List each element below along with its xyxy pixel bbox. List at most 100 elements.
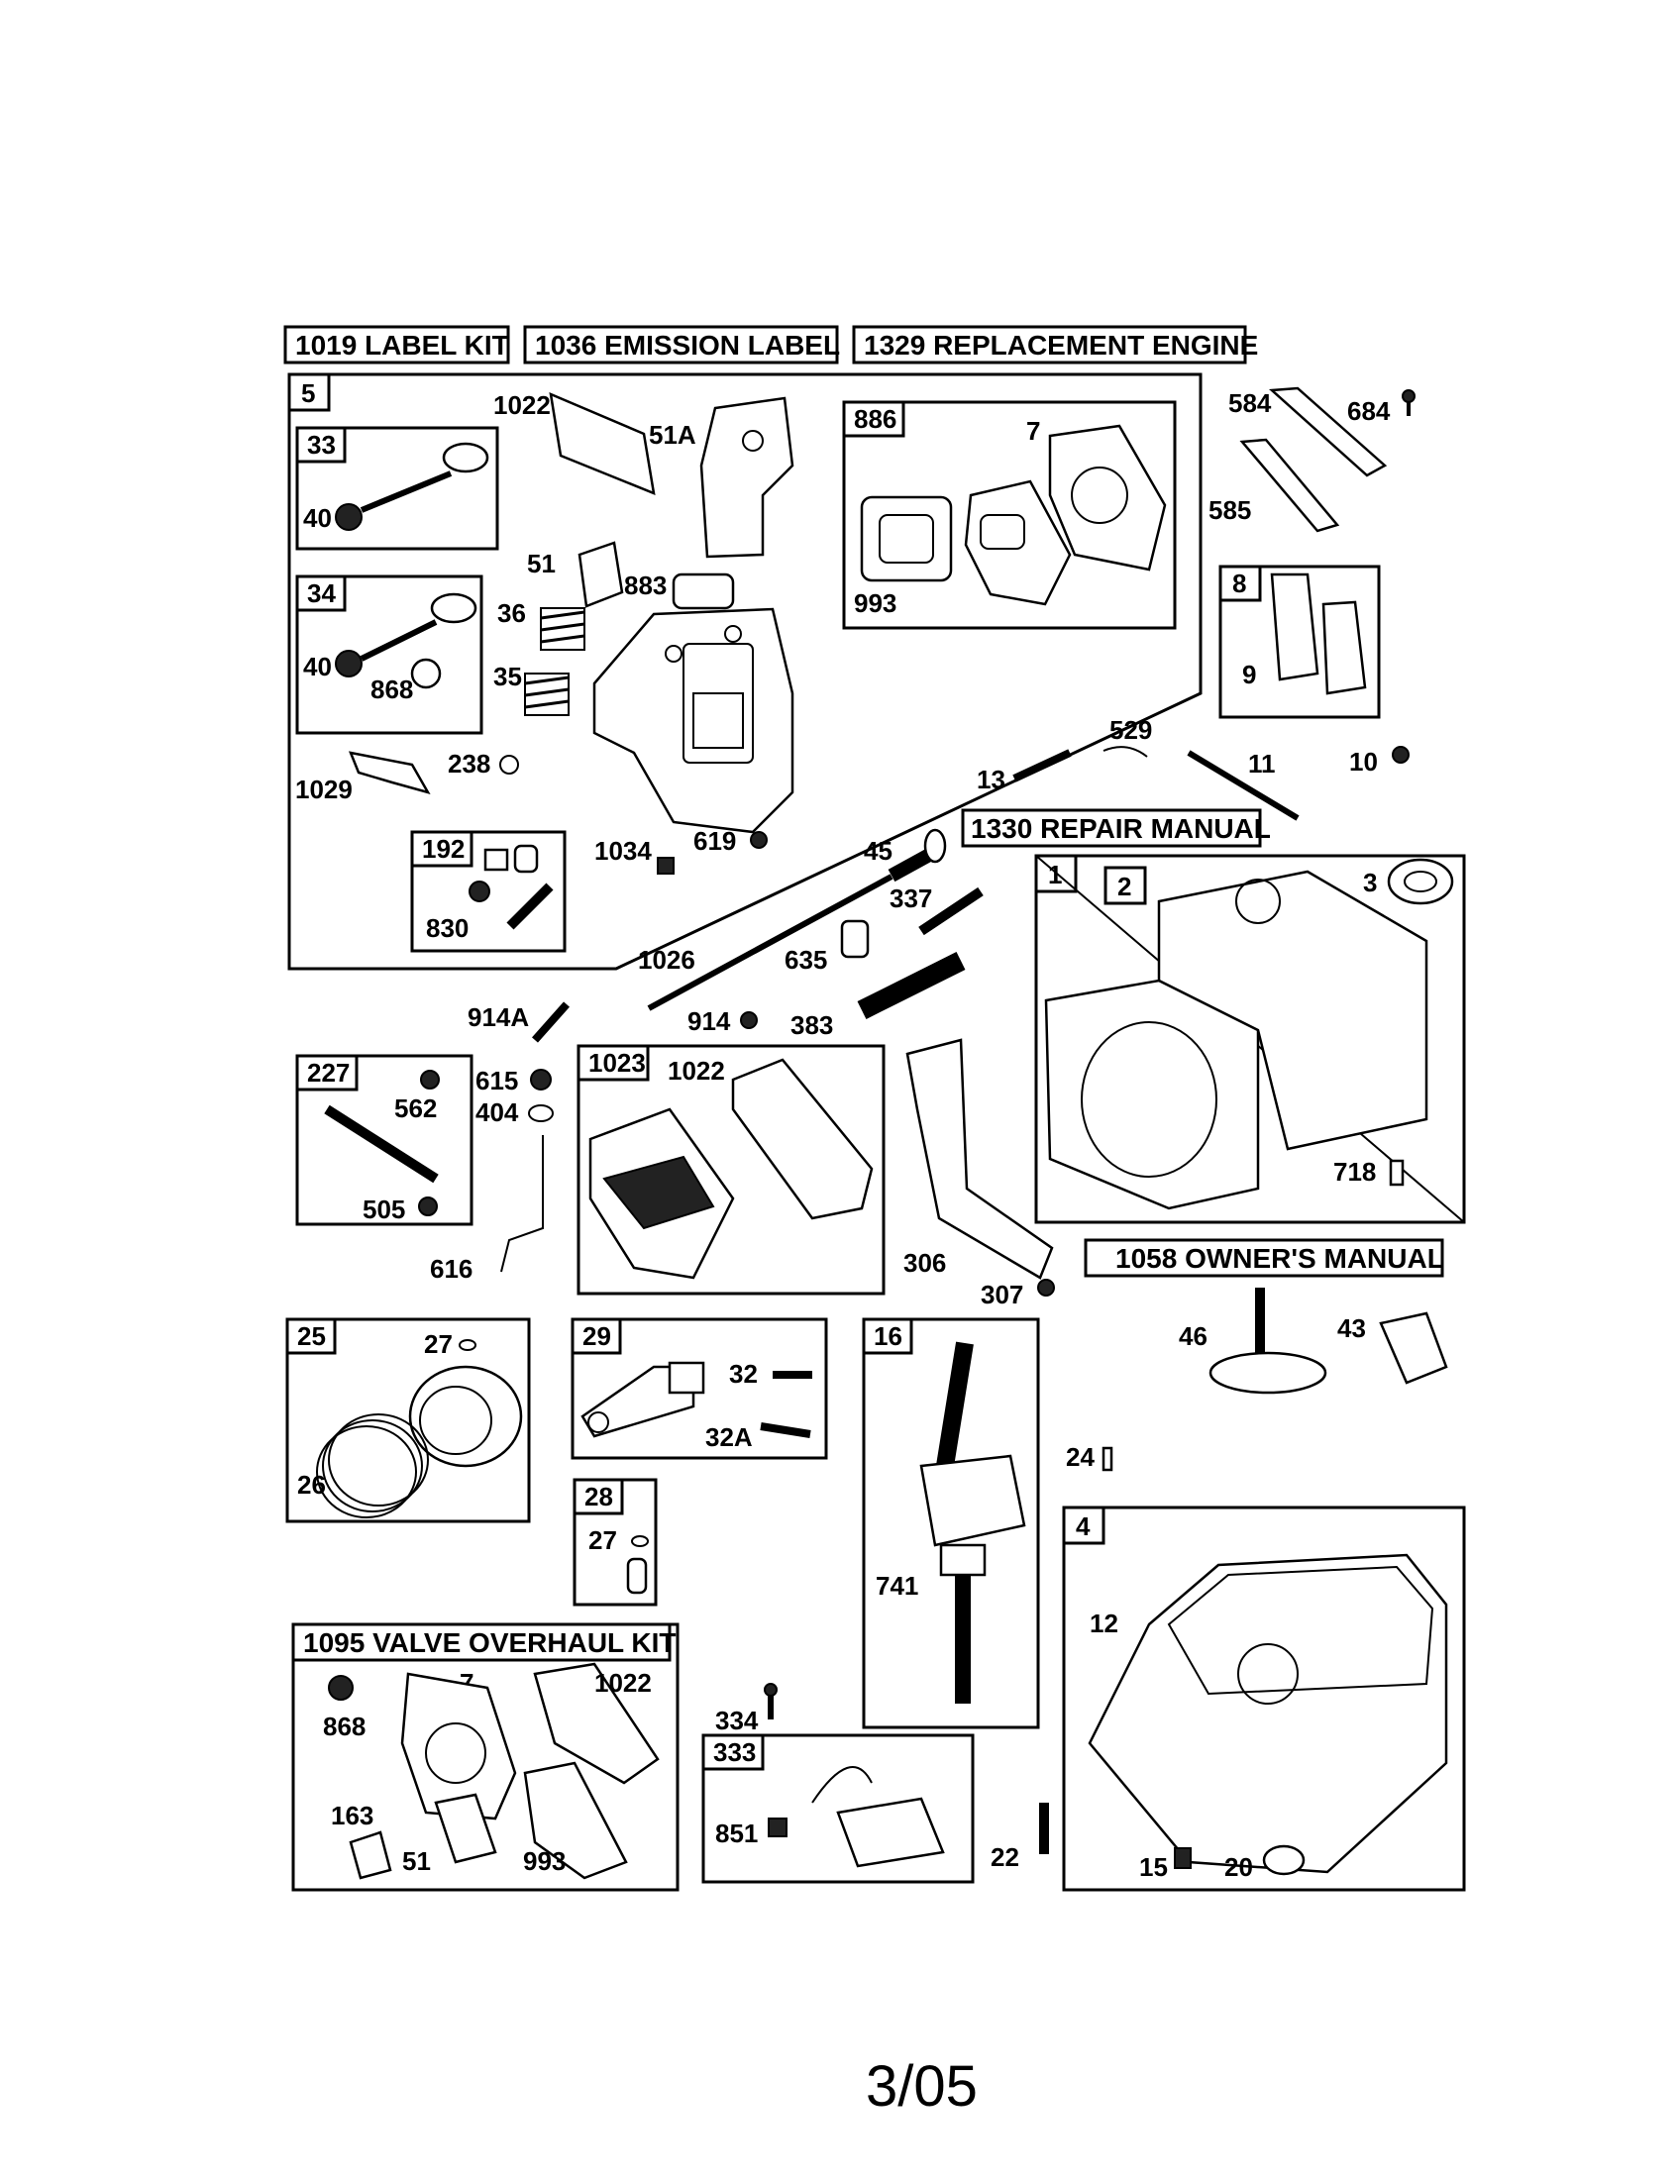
part-741-label: 741	[876, 1571, 918, 1601]
header-emission-label: 1036 EMISSION LABEL	[523, 325, 840, 364]
group-valve-overhaul-kit: 1095 VALVE OVERHAUL KIT 868 7 1022 163 5…	[291, 1622, 680, 1892]
screw-334-head-shape	[764, 1683, 778, 1697]
box-192-label: 192	[422, 834, 465, 864]
fitting-635-shape	[840, 919, 870, 959]
part-3-label: 3	[1363, 868, 1377, 897]
heat-shield-hole-shape	[742, 430, 764, 452]
box-29-label: 29	[582, 1321, 611, 1351]
pickup-tube-shape	[811, 1766, 873, 1804]
part-26-label: 26	[297, 1470, 326, 1500]
screw-619-shape	[750, 831, 768, 849]
group-piston-assy: 25 27 26	[285, 1317, 531, 1523]
valve-head-shape	[442, 442, 489, 473]
box-33-label: 33	[307, 430, 336, 460]
screw-684-head-shape	[1402, 389, 1416, 403]
box-5-label: 5	[301, 378, 315, 408]
seal-20-shape	[1262, 1844, 1306, 1876]
group-sump: 4 12 15 20	[1062, 1506, 1466, 1892]
valve-keeper-2-shape	[335, 650, 363, 677]
oil-seal-3-inner-shape	[1404, 871, 1437, 892]
part-619-label: 619	[693, 826, 736, 856]
emission-label-text: 1036 EMISSION LABEL	[535, 330, 840, 361]
bolt-13-shape	[1012, 749, 1072, 782]
governor-lever-shape	[324, 1104, 439, 1184]
oil-pump-body-shape	[836, 1797, 945, 1868]
clip-1034-shape	[657, 857, 675, 875]
part-10-label: 10	[1349, 747, 1378, 777]
part-883-label: 883	[624, 571, 667, 600]
part-45-label: 45	[864, 836, 892, 866]
owners-manual-text: 1058 OWNER'S MANUAL	[1115, 1243, 1444, 1274]
part-307-label: 307	[981, 1280, 1023, 1309]
valve-seal-shape	[410, 658, 442, 689]
box-1023-label: 1023	[588, 1048, 646, 1078]
nut-505-shape	[418, 1196, 438, 1216]
part-15-label: 15	[1139, 1852, 1168, 1882]
part-32A-label: 32A	[705, 1422, 753, 1452]
wrist-pin-shape	[626, 1557, 648, 1595]
part-306-label: 306	[903, 1248, 946, 1278]
replacement-engine-text: 1329 REPLACEMENT ENGINE	[864, 330, 1258, 361]
crank-pto-shape	[936, 1341, 974, 1468]
part-51-label: 51	[527, 549, 556, 578]
gasket-584-shape	[1268, 386, 1388, 477]
group-cylinder-assy: 1 2 3 718	[1034, 854, 1466, 1224]
valve-overhaul-kit-text: 1095 VALVE OVERHAUL KIT	[303, 1627, 677, 1658]
part-851-label: 851	[715, 1819, 758, 1848]
clip-27-shape	[459, 1339, 476, 1351]
part-585-label: 585	[1208, 495, 1251, 525]
box-34-label: 34	[307, 578, 336, 608]
ring-2-shape	[322, 1419, 423, 1512]
header-replacement-engine: 1329 REPLACEMENT ENGINE	[852, 325, 1258, 364]
part-993-label: 993	[854, 588, 896, 618]
part-404-label: 404	[475, 1097, 519, 1127]
repair-manual-text: 1330 REPAIR MANUAL	[971, 813, 1271, 844]
part-40b-label: 40	[303, 652, 332, 681]
group-governor-lever: 227 562 505	[295, 1054, 473, 1226]
kit-gasket-163-shape	[349, 1830, 392, 1880]
box-4-label: 4	[1076, 1511, 1091, 1541]
ring-238-shape	[499, 755, 519, 775]
kit-part-51-label: 51	[402, 1846, 431, 1876]
part-718-label: 718	[1333, 1157, 1376, 1187]
sump-body-shape	[1088, 1553, 1448, 1874]
part-505-label: 505	[363, 1195, 405, 1224]
dowel-24-shape	[1102, 1446, 1113, 1472]
crankcase-shape	[1157, 870, 1428, 1151]
piston-crown-shape	[419, 1386, 492, 1455]
kit-gasket-51-shape	[434, 1793, 497, 1864]
part-1034-label: 1034	[594, 836, 652, 866]
part-334-label: 334	[715, 1706, 759, 1735]
part-914-label: 914	[687, 1006, 731, 1036]
group-connecting-rod: 29 32 32A	[571, 1317, 828, 1460]
valve-spring-36-icon	[540, 607, 585, 651]
rod-small-end-shape	[587, 1411, 609, 1433]
part-46-label: 46	[1179, 1321, 1208, 1351]
dipstick-cap-shape	[923, 828, 947, 864]
part-615-label: 615	[475, 1066, 518, 1095]
box-16-label: 16	[874, 1321, 902, 1351]
rocker-ball-shape	[513, 844, 539, 874]
part-40-label: 40	[303, 503, 332, 533]
rocker-pivot-shape	[469, 881, 490, 902]
part-914A-label: 914A	[468, 1002, 529, 1032]
ring-3-shape	[316, 1425, 417, 1518]
bolt-914A-shape	[532, 1001, 570, 1043]
breather-tube-383-shape	[857, 952, 966, 1019]
dowel-718-shape	[1389, 1159, 1405, 1187]
part-11-label: 11	[1248, 749, 1276, 779]
kit-head-gasket-bore-shape	[425, 1722, 486, 1784]
part-20-label: 20	[1224, 1852, 1253, 1882]
cover-gasket-inner-shape	[879, 514, 934, 564]
oil-seal-3-shape	[1387, 858, 1454, 905]
screw-914-shape	[740, 1011, 758, 1029]
group-rocker-arm-kit: 192 830	[410, 830, 567, 953]
group-rocker-cover: 1023 1022	[577, 1044, 886, 1296]
intake-gasket-shape	[578, 541, 624, 608]
head-gasket-bore-shape	[1071, 467, 1128, 524]
cover-seal-8-shape	[1321, 600, 1367, 695]
part-529-label: 529	[1109, 715, 1152, 745]
part-27-label: 27	[424, 1329, 453, 1359]
